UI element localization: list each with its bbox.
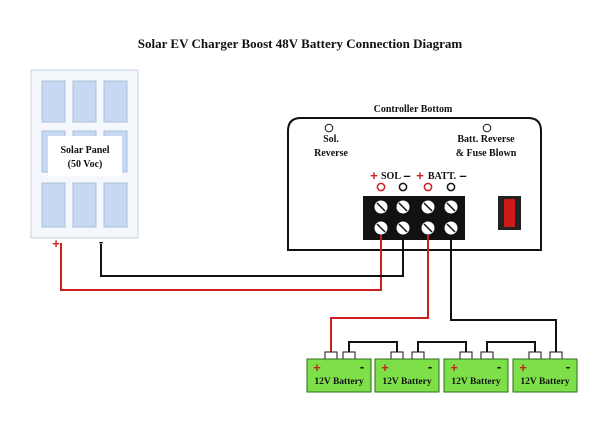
battery-3-label: 12V Battery: [451, 377, 500, 387]
power-switch-rocker: [504, 199, 515, 227]
battery-2-label: 12V Battery: [382, 377, 431, 387]
jumper-1-2: [348, 341, 398, 355]
batt-plus-sign: +: [416, 168, 424, 183]
battery-2: + - 12V Battery: [374, 351, 440, 393]
solar-negative-wire: [100, 235, 404, 277]
controller: Controller Bottom Sol. Reverse Batt. Rev…: [287, 104, 542, 251]
battery-1-body: [306, 358, 372, 393]
battery-4-label: 12V Battery: [520, 377, 569, 387]
battery-3-body: [443, 358, 509, 393]
solar-positive-wire: [60, 235, 382, 291]
battery-3-plus: +: [450, 360, 458, 375]
battery-2-plus: +: [381, 360, 389, 375]
sol-minus-sign: –: [403, 168, 410, 183]
terminal-block: [363, 196, 465, 240]
solar-panel-label-box: [48, 136, 122, 176]
power-switch: [498, 196, 521, 230]
battery-4-plus: +: [519, 360, 527, 375]
battery-4-negative-terminal: [549, 351, 563, 360]
sol-terminal-label: SOL: [381, 171, 401, 182]
battery-2-body: [374, 358, 440, 393]
sol-plus-ring: [376, 182, 386, 192]
solar-panel-minus: -: [99, 234, 103, 249]
wiring: [60, 235, 557, 355]
solar-panel-label: Solar Panel: [61, 145, 110, 156]
batt-reverse-led: [482, 123, 492, 133]
battery-4: + - 12V Battery: [512, 351, 578, 393]
batt-plus-ring: [423, 182, 433, 192]
solar-panel: Solar Panel (50 Voc) + -: [30, 69, 139, 251]
battery-1: + - 12V Battery: [306, 351, 372, 393]
controller-title: Controller Bottom: [374, 104, 453, 115]
battery-1-label: 12V Battery: [314, 377, 363, 387]
sol-plus-sign: +: [370, 168, 378, 183]
battery-4-body: [512, 358, 578, 393]
sol-reverse-label: Sol.: [323, 134, 339, 145]
batt-terminal-label: BATT.: [428, 171, 457, 182]
sol-reverse-label-line2: Reverse: [314, 148, 348, 159]
solar-panel-plus: +: [52, 236, 60, 251]
battery-positive-wire: [330, 235, 429, 355]
battery-4-positive-terminal: [528, 351, 542, 360]
battery-2-negative-terminal: [411, 351, 425, 360]
battery-4-minus: -: [566, 359, 570, 374]
battery-bank: + - 12V Battery + - 12V Battery + - 12V …: [306, 351, 578, 393]
battery-negative-wire: [450, 235, 557, 355]
batt-reverse-label: Batt. Reverse: [457, 134, 515, 145]
battery-1-minus: -: [360, 359, 364, 374]
battery-3-minus: -: [497, 359, 501, 374]
fuse-blown-label: & Fuse Blown: [456, 148, 517, 159]
sol-reverse-led: [324, 123, 334, 133]
battery-3-positive-terminal: [459, 351, 473, 360]
sol-minus-ring: [398, 182, 408, 192]
battery-2-positive-terminal: [390, 351, 404, 360]
battery-3: + - 12V Battery: [443, 351, 509, 393]
battery-1-positive-terminal: [324, 351, 338, 360]
diagram-title: Solar EV Charger Boost 48V Battery Conne…: [138, 36, 463, 51]
jumper-2-3: [417, 341, 467, 355]
battery-1-plus: +: [313, 360, 321, 375]
jumper-3-4: [486, 341, 536, 355]
battery-1-negative-terminal: [342, 351, 356, 360]
battery-2-minus: -: [428, 359, 432, 374]
batt-minus-sign: –: [459, 168, 466, 183]
controller-housing: [287, 117, 542, 251]
battery-3-negative-terminal: [480, 351, 494, 360]
batt-minus-ring: [446, 182, 456, 192]
solar-panel-voltage: (50 Voc): [68, 159, 103, 170]
